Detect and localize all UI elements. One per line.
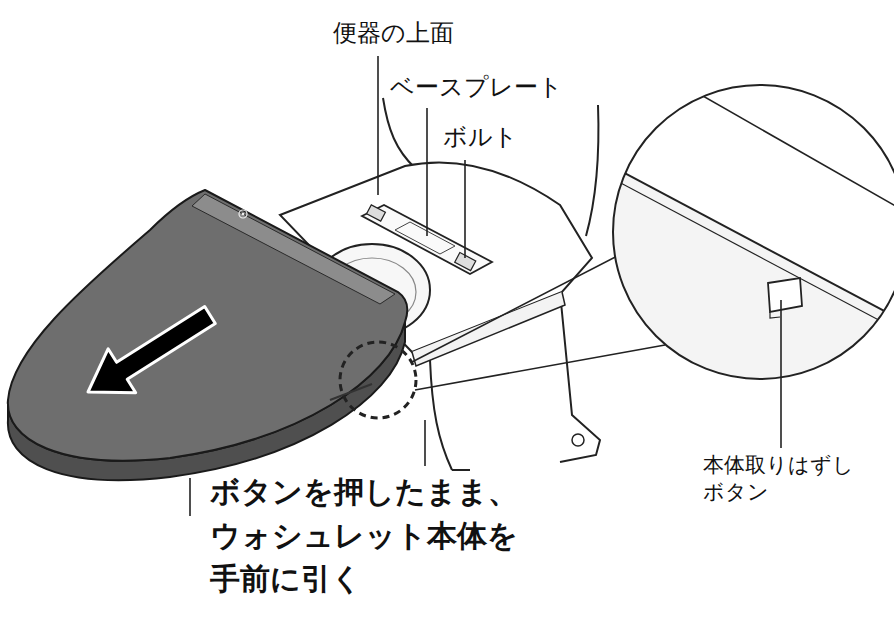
part-label: ボルト xyxy=(443,122,518,152)
instruction-note: ボタンを押したまま、 ウォシュレット本体を 手前に引く xyxy=(210,470,555,601)
magnified-view xyxy=(600,60,894,420)
release-button xyxy=(768,278,802,312)
zoom-circle xyxy=(340,342,416,418)
part-label: ベースプレート xyxy=(390,72,563,102)
leader-line xyxy=(190,56,781,516)
pull-arrow xyxy=(88,307,215,393)
part-label: 本体取りはずし ボタン xyxy=(703,452,875,507)
part-label: 便器の上面 xyxy=(333,18,454,48)
washlet-seat xyxy=(8,190,407,480)
